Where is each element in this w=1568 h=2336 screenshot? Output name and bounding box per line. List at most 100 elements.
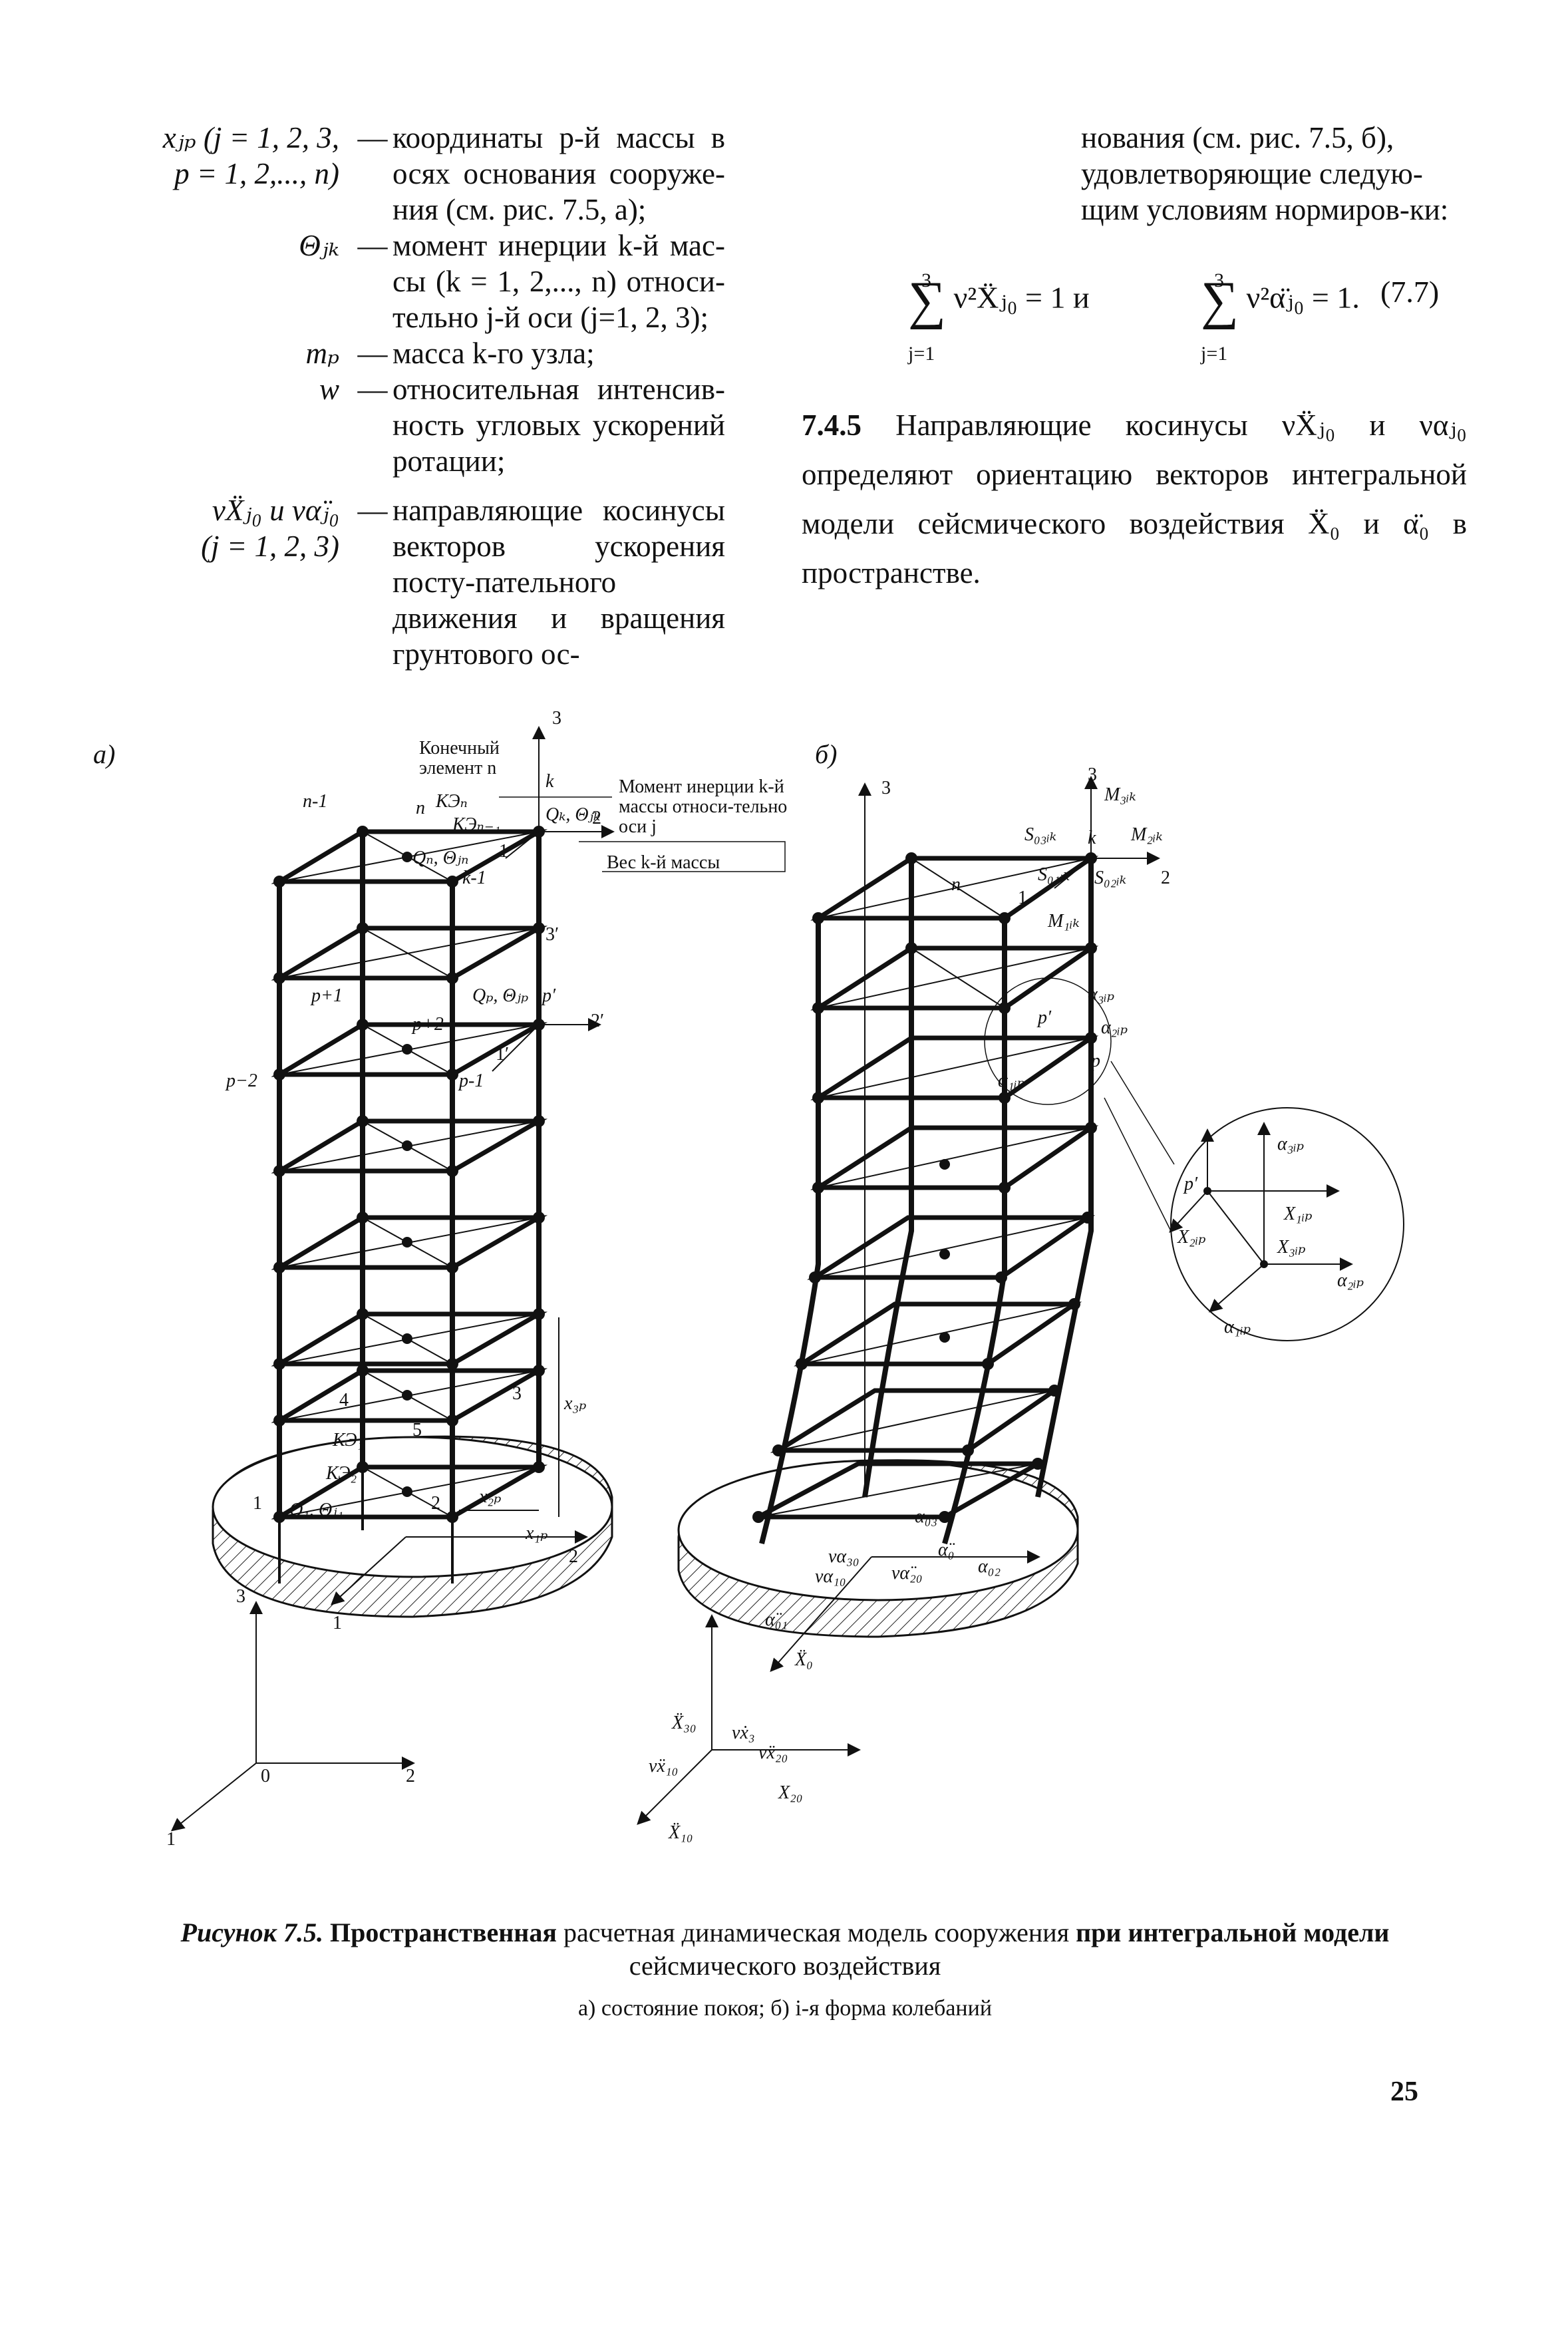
caption-line-2: сейсмического воздействия	[629, 1951, 941, 1981]
definition-symbol: Θⱼₖ	[299, 229, 339, 262]
definition-row: νẌⱼ₀ и να̈ⱼ₀(j = 1, 2, 3) — направляющие…	[100, 492, 732, 672]
panel-b-label: б)	[815, 739, 838, 769]
label-b-axis-2-top: 2	[1161, 868, 1170, 888]
label-k-minus-1: k-1	[462, 868, 486, 888]
label-b-k: k	[1088, 828, 1096, 848]
label-x0: Ẍ₀	[795, 1649, 813, 1670]
caption-bold-2: при интегральной модели	[1076, 1918, 1390, 1947]
label-p-plus-2: p+2	[412, 1014, 444, 1035]
section-number: 7.4.5	[802, 409, 862, 442]
definition-row: w — относительная интенсив-ность угловых…	[100, 371, 732, 479]
label-va10: να₁₀	[815, 1566, 846, 1587]
definition-symbol: xⱼₚ (j = 1, 2, 3,p = 1, 2,..., n)	[162, 121, 339, 190]
label-axis-3-top: 3	[552, 708, 561, 729]
label-p-minus-2: p−2	[226, 1071, 257, 1091]
definition-text: относительная интенсив-ность угловых уск…	[392, 373, 725, 478]
label-vx20: νẍ₂₀	[758, 1743, 788, 1763]
formula-right-expr: ν²α̈ⱼ₀ = 1.	[1246, 280, 1360, 315]
label-ke-n1: КЭₙ₋₁	[452, 814, 501, 835]
page-number: 25	[1390, 2077, 1418, 2107]
frame-columns-a	[277, 832, 542, 1517]
label-x2ip: X₂ᵢₚ	[1177, 1227, 1206, 1248]
caption-bold-1: Пространственная	[329, 1918, 557, 1947]
label-b-axis-3-top: 3	[1088, 764, 1097, 785]
label-n-minus-1: n-1	[303, 791, 328, 812]
definition-symbol: νẌⱼ₀ и να̈ⱼ₀(j = 1, 2, 3)	[201, 494, 339, 563]
label-axis-2-global: 2	[406, 1766, 415, 1786]
figure-subcaption: а) состояние покоя; б) i-я форма колебан…	[577, 1996, 993, 2021]
figure-drawing	[170, 726, 1404, 1832]
right-column: нования (см. рис. 7.5, б), удовлетворяющ…	[802, 120, 1467, 597]
figure-7-5: а) б) Конечный элемент n Момент инерции …	[0, 699, 1568, 1883]
definition-dash: —	[357, 337, 388, 370]
label-p-plus-1: p+1	[311, 985, 343, 1006]
definition-text: момент инерции k-й мас-сы (k = 1, 2,...,…	[392, 229, 725, 334]
label-va20: να̈₂₀	[891, 1563, 923, 1584]
label-ke2: КЭ₂	[326, 1463, 357, 1484]
label-s01: S₀₁ᵢₖ	[1038, 864, 1070, 885]
label-axis-1-top: 1	[499, 841, 508, 862]
definition-text: направляющие косинусы векторов ускорения…	[392, 494, 725, 671]
label-node-1: 1	[253, 1493, 262, 1514]
label-node-3: 3	[512, 1383, 522, 1404]
definition-text: координаты p-й массы в осях основания со…	[392, 121, 725, 226]
label-qk: Qₖ, Θⱼₖ	[546, 804, 601, 825]
definition-dash: —	[357, 373, 388, 406]
label-x3ip: X₃ᵢₚ	[1277, 1237, 1306, 1257]
definition-dash: —	[357, 494, 388, 527]
label-vx30: νẋ₃	[732, 1723, 755, 1743]
label-b-axis-3: 3	[881, 778, 891, 798]
label-ke1: КЭ₁	[333, 1430, 364, 1450]
label-vx10: νẍ₁₀	[649, 1756, 679, 1776]
label-qp: Qₚ, Θⱼₚ	[472, 985, 529, 1006]
label-x20: X₂₀	[778, 1782, 803, 1803]
panel-b-drawing	[637, 776, 1404, 1825]
panel-a-label: а)	[93, 739, 116, 769]
definition-symbol: mₚ	[305, 337, 340, 370]
paragraph-7-4-5: 7.4.5 Направляющие косинусы νẌⱼ₀ и ναⱼ₀ …	[802, 401, 1467, 597]
label-a0: α̈₀	[938, 1540, 955, 1560]
label-x2p: x₂ₚ	[479, 1486, 502, 1507]
sum-upper: 3	[1214, 269, 1224, 291]
label-x10: Ẍ₁₀	[669, 1822, 693, 1843]
label-weight: Вес k-й массы	[607, 852, 720, 873]
label-axis-1-base: 1	[333, 1613, 342, 1633]
label-m2k: M₂ᵢₖ	[1131, 824, 1163, 845]
label-fin-elem: Конечный элемент n	[419, 738, 500, 778]
label-x3p: x₃ₚ	[564, 1393, 587, 1414]
label-zoom-a1ip: α₁ᵢₚ	[1224, 1317, 1251, 1337]
paragraph-text: Направляющие косинусы νẌⱼ₀ и ναⱼ₀ опреде…	[802, 409, 1467, 589]
definition-row: mₚ — масса k-го узла;	[100, 335, 732, 371]
label-axis-3-global: 3	[236, 1586, 245, 1607]
label-x1ip: X₁ᵢₚ	[1284, 1204, 1313, 1224]
label-axis-2-top: 2	[592, 808, 601, 828]
label-q1: Q₁, Θⱼ₁	[289, 1500, 344, 1520]
label-a02: α₀₂	[978, 1556, 1001, 1577]
definition-dash: —	[357, 229, 388, 262]
label-va30: να₃₀	[828, 1546, 860, 1567]
label-node-5: 5	[412, 1420, 422, 1440]
label-x1p: x₁ₚ	[526, 1523, 548, 1544]
label-axis-3p: 3′	[546, 924, 559, 945]
label-b-p: p	[1091, 1051, 1100, 1071]
frame-floors-a	[271, 829, 548, 1520]
label-zoom-a2ip: α₂ᵢₚ	[1337, 1270, 1364, 1291]
label-m3k: M₃ᵢₖ	[1104, 784, 1136, 805]
intro-text: нования (см. рис. 7.5, б), удовлетворяющ…	[1081, 121, 1449, 226]
label-node-4: 4	[339, 1390, 349, 1411]
base-top-b	[677, 1459, 1079, 1601]
label-a01: α̈₀₁	[765, 1609, 788, 1630]
definition-row: xⱼₚ (j = 1, 2, 3,p = 1, 2,..., n) — коор…	[100, 120, 732, 228]
label-b-p-prime: p′	[1038, 1007, 1052, 1028]
definition-dash: —	[357, 121, 388, 154]
label-k: k	[546, 771, 554, 792]
figure-caption: Рисунок 7.5. Пространственная расчетная …	[93, 1916, 1477, 1983]
label-axis-2-base: 2	[569, 1546, 578, 1567]
sum-upper: 3	[921, 269, 931, 291]
label-zoom-a3ip: α₃ᵢₚ	[1277, 1134, 1305, 1154]
